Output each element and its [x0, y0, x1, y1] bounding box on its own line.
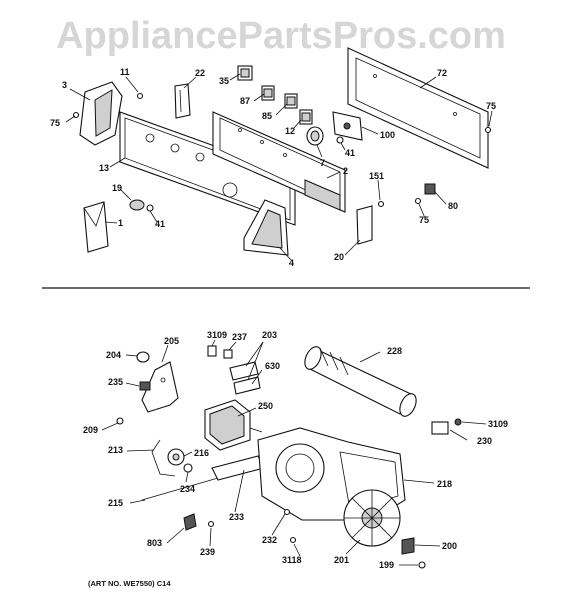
part-3118 — [289, 536, 297, 544]
art-caption: (ART NO. WE7550) C14 — [88, 579, 171, 588]
part-back-panel — [347, 47, 489, 169]
part-230 — [431, 418, 462, 435]
part-motor — [204, 399, 263, 451]
part-button-19 — [129, 199, 145, 211]
callout-labels-lower: 205 3109 237 203 204 630 228 235 250 209… — [83, 330, 508, 570]
part-233 — [211, 455, 265, 481]
callout-20: 20 — [334, 252, 344, 262]
part-234 — [183, 463, 193, 473]
callout-75-left: 75 — [50, 118, 60, 128]
part-bracket-205 — [141, 361, 179, 413]
part-bracket-20 — [356, 205, 373, 245]
callout-2: 2 — [343, 166, 348, 176]
part-end-cap-left — [79, 81, 123, 146]
callout-75-right: 75 — [486, 101, 496, 111]
callout-239: 239 — [200, 547, 215, 557]
callout-218: 218 — [437, 479, 452, 489]
callout-199: 199 — [379, 560, 394, 570]
part-clip-204 — [136, 351, 150, 363]
part-203 — [229, 361, 261, 395]
callout-230: 230 — [477, 436, 492, 446]
part-200 — [401, 537, 415, 555]
callout-87: 87 — [240, 96, 250, 106]
part-switch-35 — [237, 65, 253, 81]
part-199 — [418, 561, 426, 569]
part-235 — [139, 381, 151, 391]
callout-3109-lower: 3109 — [488, 419, 508, 429]
part-pulley — [167, 448, 185, 466]
callout-100: 100 — [380, 130, 395, 140]
leader-lines-lower — [101, 339, 487, 566]
callout-3118: 3118 — [282, 555, 302, 565]
callout-72: 72 — [437, 68, 447, 78]
callout-213: 213 — [108, 445, 123, 455]
callout-3: 3 — [62, 80, 67, 90]
callout-232: 232 — [262, 535, 277, 545]
part-41-upper — [336, 136, 344, 144]
callout-3109-upper: 3109 — [207, 330, 227, 340]
callout-205: 205 — [164, 336, 179, 346]
callout-7: 7 — [320, 158, 325, 168]
callout-209: 209 — [83, 425, 98, 435]
callout-85: 85 — [262, 111, 272, 121]
callout-201: 201 — [334, 555, 349, 565]
callout-803: 803 — [147, 538, 162, 548]
callout-19: 19 — [112, 183, 122, 193]
callout-237: 237 — [232, 332, 247, 342]
callout-233: 233 — [229, 512, 244, 522]
upper-assembly: 3 11 22 35 72 75 75 87 85 12 100 7 41 13… — [50, 47, 496, 268]
callout-11: 11 — [120, 67, 130, 77]
callout-22: 22 — [195, 68, 205, 78]
callout-12: 12 — [285, 126, 295, 136]
callout-80: 80 — [448, 201, 458, 211]
part-blower-wheel — [343, 489, 401, 547]
part-237 — [223, 349, 233, 359]
part-label-card — [83, 201, 109, 253]
callout-235: 235 — [108, 377, 123, 387]
callout-630: 630 — [265, 361, 280, 371]
part-knob-7 — [306, 126, 324, 146]
part-232 — [283, 508, 291, 516]
part-209 — [116, 417, 124, 425]
callout-203: 203 — [262, 330, 277, 340]
part-803 — [183, 513, 197, 531]
watermark: AppliancePartsPros.com — [56, 15, 506, 57]
callout-75-lower: 75 — [419, 215, 429, 225]
lower-assembly: 205 3109 237 203 204 630 228 235 250 209… — [83, 330, 508, 570]
callout-13: 13 — [99, 163, 109, 173]
part-screws-upper — [72, 92, 492, 208]
callout-151: 151 — [369, 171, 384, 181]
part-3109-upper — [207, 345, 217, 357]
callout-41-upper: 41 — [345, 148, 355, 158]
callout-1: 1 — [118, 218, 123, 228]
part-239 — [207, 520, 215, 528]
part-end-cap-right — [243, 199, 289, 256]
callout-234: 234 — [180, 484, 195, 494]
callout-250: 250 — [258, 401, 273, 411]
callout-41-lower: 41 — [155, 219, 165, 229]
part-clip-80 — [424, 183, 436, 195]
callout-200: 200 — [442, 541, 457, 551]
callout-204: 204 — [106, 350, 121, 360]
part-timer — [332, 111, 363, 141]
leader-lines-upper — [65, 73, 493, 261]
callout-215: 215 — [108, 498, 123, 508]
callout-228: 228 — [387, 346, 402, 356]
part-switch-85 — [284, 93, 298, 109]
part-41-lower — [146, 204, 154, 212]
part-switch-87 — [261, 85, 275, 101]
part-22 — [174, 83, 191, 119]
callout-35: 35 — [219, 76, 229, 86]
part-duct — [304, 346, 417, 417]
part-console-frame — [212, 111, 346, 213]
callout-216: 216 — [194, 448, 209, 458]
callout-4: 4 — [289, 258, 294, 268]
callout-labels-upper: 3 11 22 35 72 75 75 87 85 12 100 7 41 13… — [50, 67, 496, 268]
part-213-belt-rod — [141, 439, 219, 501]
part-switch-12 — [299, 109, 313, 125]
